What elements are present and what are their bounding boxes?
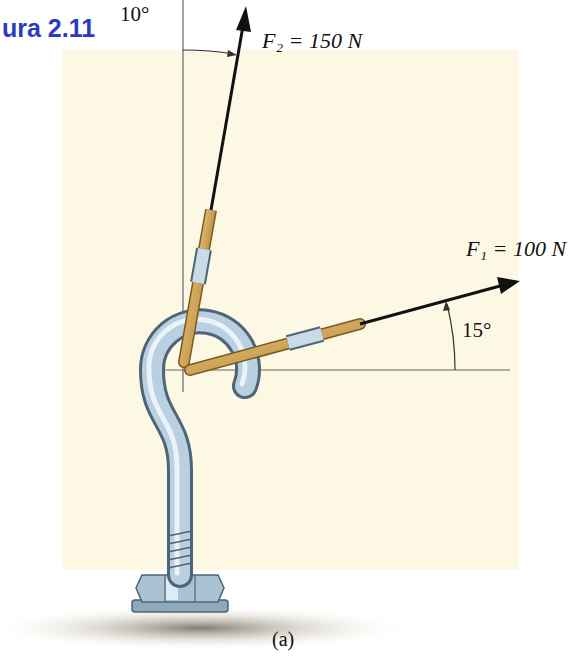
force-label: F₁ = 100 N bbox=[466, 236, 566, 261]
background-panel bbox=[62, 50, 518, 570]
figure-title: ura 2.11 bbox=[2, 14, 95, 43]
force-arrow-f2 bbox=[211, 6, 251, 210]
angle-arc-10 bbox=[183, 50, 237, 57]
angle-label: 15° bbox=[462, 318, 491, 342]
figure-caption: (a) bbox=[272, 628, 294, 651]
angle-arc-15 bbox=[443, 301, 455, 370]
angle-label: 10° bbox=[120, 2, 149, 26]
force-arrow-f1 bbox=[360, 277, 520, 324]
rope-f1 bbox=[190, 324, 360, 370]
bolt-thread bbox=[168, 531, 192, 568]
rope-f2 bbox=[184, 210, 211, 362]
force-label: F₂ = 150 N bbox=[262, 28, 362, 53]
